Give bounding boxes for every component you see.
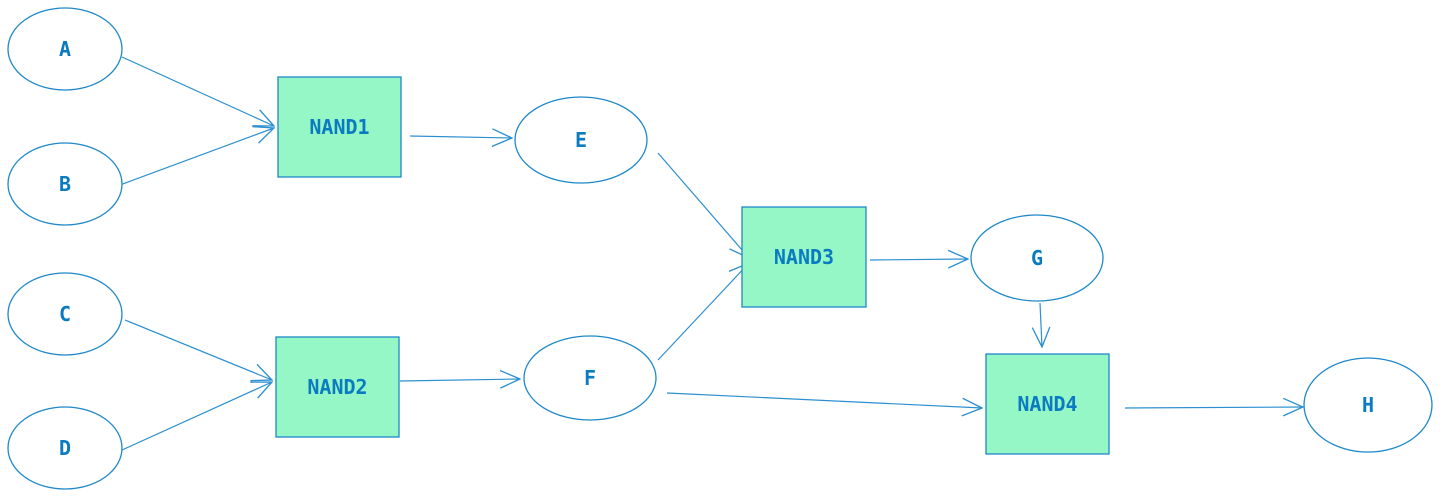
edge-nand3-g (869, 259, 968, 260)
node-b-label: B (59, 172, 71, 196)
node-f: F (523, 335, 657, 421)
node-f-label: F (584, 366, 596, 390)
edge-b-nand1 (119, 128, 274, 186)
edge-e-nand3 (657, 152, 749, 258)
gate-nand4: NAND4 (985, 353, 1110, 455)
gate-nand3: NAND3 (741, 206, 867, 308)
gate-nand1: NAND1 (277, 76, 402, 178)
node-g: G (970, 214, 1104, 302)
node-h: H (1303, 357, 1433, 453)
edge-nand2-f (399, 379, 520, 381)
edge-a-nand1 (121, 56, 274, 126)
edge-c-nand2 (124, 319, 272, 380)
edge-g-nand4 (1040, 302, 1042, 347)
node-d: D (7, 406, 123, 490)
node-b: B (7, 142, 123, 226)
gate-nand1-label: NAND1 (309, 115, 369, 139)
node-g-label: G (1031, 246, 1043, 270)
edges (119, 56, 1303, 451)
gate-nand4-label: NAND4 (1017, 392, 1077, 416)
node-h-label: H (1362, 393, 1374, 417)
gate-nand2: NAND2 (275, 336, 400, 438)
node-c-label: C (59, 302, 71, 326)
gate-nand3-label: NAND3 (774, 245, 834, 269)
node-c: C (7, 272, 123, 356)
node-e-label: E (575, 128, 587, 152)
edge-d-nand2 (121, 382, 272, 451)
node-a-label: A (59, 37, 71, 61)
gate-nand2-label: NAND2 (307, 375, 367, 399)
edge-nand1-e (409, 136, 512, 138)
node-a: A (7, 7, 123, 91)
edge-f-nand3 (657, 263, 749, 361)
edge-f-nand4 (666, 392, 982, 408)
node-e: E (514, 96, 648, 184)
node-d-label: D (59, 436, 71, 460)
edge-nand4-h (1124, 407, 1303, 408)
